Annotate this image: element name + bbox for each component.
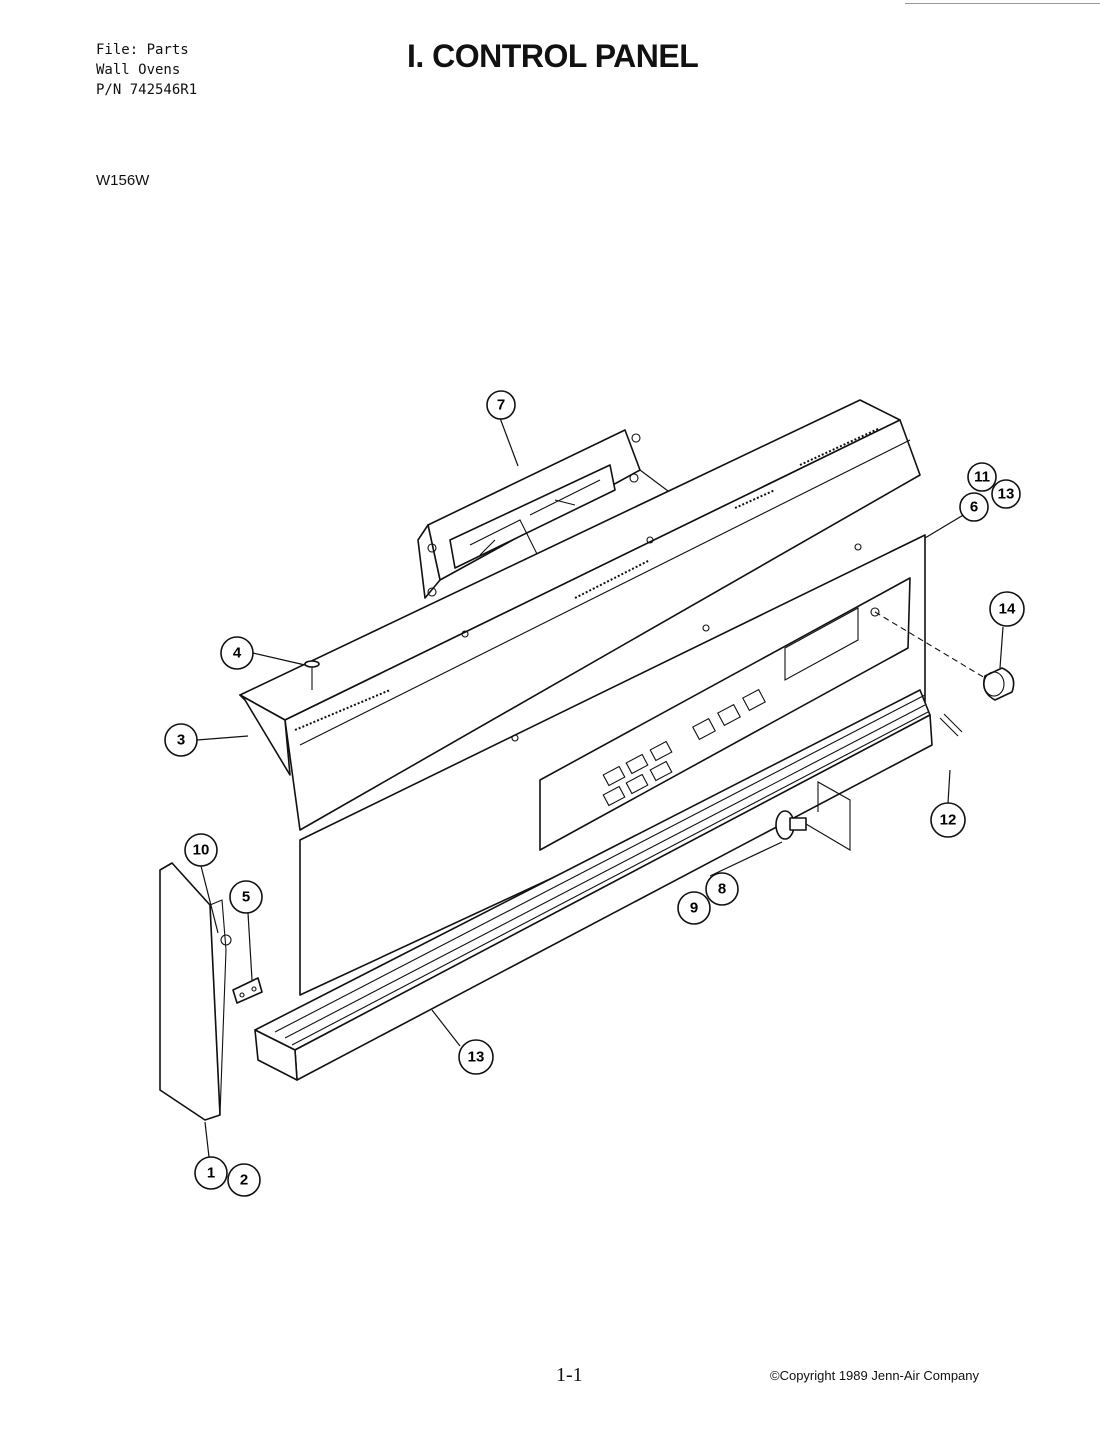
svg-text:6: 6: [970, 499, 978, 516]
callout-8: 8: [705, 872, 739, 906]
svg-text:4: 4: [233, 645, 242, 662]
model-number: W156W: [96, 172, 150, 189]
callout-11: 11: [967, 462, 997, 492]
svg-text:9: 9: [690, 900, 698, 917]
svg-text:13: 13: [468, 1049, 485, 1066]
callout-14: 14: [989, 591, 1025, 627]
svg-text:1: 1: [207, 1165, 215, 1182]
knob-part: [874, 611, 1015, 701]
svg-text:2: 2: [240, 1172, 248, 1189]
callout-12: 12: [930, 802, 966, 838]
callout-13-bottom: 13: [458, 1039, 494, 1075]
svg-text:12: 12: [940, 812, 957, 829]
page-title: I. CONTROL PANEL: [407, 38, 699, 74]
svg-text:8: 8: [718, 881, 726, 898]
callout-2: 2: [227, 1163, 261, 1197]
front-panel-part: [299, 534, 926, 996]
svg-text:7: 7: [497, 397, 505, 414]
file-info-block: File: Parts Wall Ovens P/N 742546R1: [96, 40, 197, 100]
bottom-rail-part: [254, 689, 933, 1081]
callout-5: 5: [229, 880, 263, 914]
callout-3: 3: [164, 723, 198, 757]
svg-text:3: 3: [177, 732, 185, 749]
callout-6: 6: [959, 492, 989, 522]
copyright-notice: ©Copyright 1989 Jenn-Air Company: [770, 1368, 980, 1383]
svg-text:10: 10: [193, 842, 210, 859]
callout-10: 10: [184, 833, 218, 867]
svg-text:13: 13: [998, 486, 1015, 503]
end-cap-part: [159, 862, 227, 1121]
pin-part: [939, 713, 963, 737]
svg-text:14: 14: [999, 601, 1016, 618]
callout-9: 9: [677, 891, 711, 925]
callout-7: 7: [486, 390, 516, 420]
bracket-screw-part: [220, 934, 263, 1004]
callout-4: 4: [220, 636, 254, 670]
control-module-part: [417, 429, 681, 599]
file-line-2: Wall Ovens: [96, 62, 181, 78]
page-number: 1-1: [556, 1364, 583, 1386]
svg-text:11: 11: [974, 469, 990, 486]
screw-part: [304, 660, 320, 690]
callout-13-top: 13: [991, 479, 1021, 509]
top-rule: [905, 3, 1100, 4]
file-line-3: P/N 742546R1: [96, 82, 198, 98]
upper-trim-part: [239, 399, 921, 831]
callout-1: 1: [194, 1156, 228, 1190]
switch-part: [775, 781, 851, 851]
file-line-1: File: Parts: [96, 42, 189, 58]
svg-text:5: 5: [242, 889, 250, 906]
